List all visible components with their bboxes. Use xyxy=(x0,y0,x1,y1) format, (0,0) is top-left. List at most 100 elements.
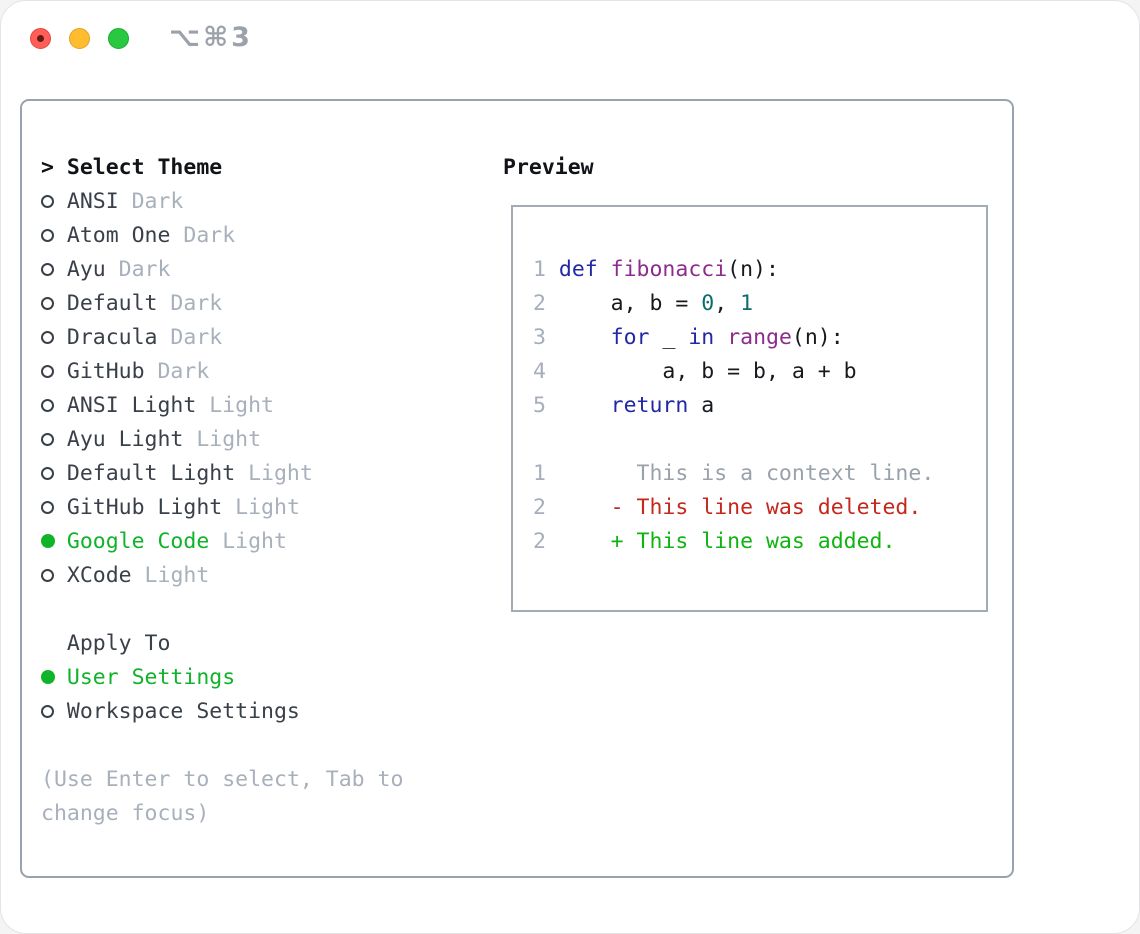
code-token-plain: , xyxy=(714,291,741,316)
code-token-plain: a, b = xyxy=(558,291,702,316)
code-token-plain xyxy=(559,461,637,486)
apply-option-label: User Settings xyxy=(66,665,236,690)
theme-variant: Light xyxy=(222,495,300,520)
minimize-button[interactable] xyxy=(69,28,90,49)
code-token-kw: return xyxy=(610,393,689,418)
code-token-typ: fibonacci xyxy=(610,257,728,282)
select-theme-title: Select Theme xyxy=(66,155,223,180)
radio-unselected-icon xyxy=(41,389,67,423)
theme-option-github-light[interactable]: GitHub Light Light xyxy=(41,491,501,525)
theme-variant: Dark xyxy=(118,189,184,214)
code-token-add: + This line was added. xyxy=(610,529,896,554)
theme-name: Default Light xyxy=(66,461,236,486)
radio-unselected-icon xyxy=(41,559,67,593)
radio-unselected-icon xyxy=(41,185,67,219)
theme-name: GitHub Light xyxy=(66,495,223,520)
code-token-plain xyxy=(559,495,611,520)
apply-option-label: Workspace Settings xyxy=(66,699,300,724)
spacer-row xyxy=(41,729,501,763)
code-line: 1 def fibonacci(n): xyxy=(533,253,986,287)
spacer-row xyxy=(41,593,501,627)
code-line: 3 for _ in range(n): xyxy=(533,321,986,355)
theme-variant: Dark xyxy=(170,223,236,248)
code-token-plain xyxy=(559,393,611,418)
theme-variant: Dark xyxy=(157,325,223,350)
code-token-lit: 1 xyxy=(740,291,754,316)
code-token-plain xyxy=(714,325,727,350)
theme-name: Ayu xyxy=(66,257,106,282)
radio-unselected-icon xyxy=(41,423,67,457)
radio-unselected-icon xyxy=(41,491,67,525)
window-title: ⌥⌘3 xyxy=(169,22,253,53)
radio-unselected-icon xyxy=(41,321,67,355)
apply-option-user-settings[interactable]: User Settings xyxy=(41,661,501,695)
radio-unselected-icon xyxy=(41,253,67,287)
theme-name: ANSI xyxy=(66,189,119,214)
code-token-lit: 0 xyxy=(701,291,715,316)
theme-option-dracula[interactable]: Dracula Dark xyxy=(41,321,501,355)
theme-option-ayu[interactable]: Ayu Dark xyxy=(41,253,501,287)
theme-option-atom-one[interactable]: Atom One Dark xyxy=(41,219,501,253)
code-line: 4 a, b = b, a + b xyxy=(533,355,986,389)
theme-option-ayu-light[interactable]: Ayu Light Light xyxy=(41,423,501,457)
theme-option-google-code[interactable]: Google Code Light xyxy=(41,525,501,559)
close-button[interactable] xyxy=(30,28,51,49)
select-theme-header: > Select Theme xyxy=(41,151,501,185)
code-token-kw: in xyxy=(688,325,715,350)
radio-unselected-icon xyxy=(41,355,67,389)
apply-to-label: Apply To xyxy=(66,631,171,656)
theme-variant: Light xyxy=(196,393,274,418)
line-number: 1 xyxy=(533,461,546,486)
code-token-plain: _ xyxy=(649,325,689,350)
theme-option-default[interactable]: Default Dark xyxy=(41,287,501,321)
theme-name: Dracula xyxy=(66,325,158,350)
maximize-button[interactable] xyxy=(108,28,129,49)
preview-title: Preview xyxy=(503,155,594,180)
code-token-kw: def xyxy=(558,257,611,282)
theme-variant: Light xyxy=(209,529,287,554)
theme-variant: Light xyxy=(235,461,313,486)
line-number: 4 xyxy=(533,359,546,384)
theme-variant: Dark xyxy=(157,291,223,316)
theme-option-ansi-light[interactable]: ANSI Light Light xyxy=(41,389,501,423)
radio-selected-icon xyxy=(41,661,67,695)
theme-name: Default xyxy=(66,291,158,316)
theme-name: Atom One xyxy=(66,223,171,248)
theme-variant: Dark xyxy=(105,257,171,282)
line-number: 2 xyxy=(533,495,546,520)
titlebar: ⌥⌘3 xyxy=(1,1,1139,76)
code-token-plain: a, b = b, a + b xyxy=(558,359,857,384)
code-line: 2 - This line was deleted. xyxy=(533,491,986,525)
code-token-plain: (n): xyxy=(727,257,779,282)
code-token-del: - This line was deleted. xyxy=(610,495,922,520)
theme-option-github[interactable]: GitHub Dark xyxy=(41,355,501,389)
theme-name: XCode xyxy=(66,563,132,588)
code-line: 1 This is a context line. xyxy=(533,457,986,491)
close-focus-dot xyxy=(37,35,44,42)
code-token-plain xyxy=(559,325,611,350)
radio-unselected-icon xyxy=(41,457,67,491)
help-text: (Use Enter to select, Tab to change focu… xyxy=(41,767,404,826)
apply-option-workspace-settings[interactable]: Workspace Settings xyxy=(41,695,501,729)
code-blank-line xyxy=(533,423,986,457)
theme-option-xcode[interactable]: XCode Light xyxy=(41,559,501,593)
theme-name: ANSI Light xyxy=(66,393,197,418)
line-number: 2 xyxy=(533,291,546,316)
code-token-plain xyxy=(559,529,611,554)
code-line: 2 a, b = 0, 1 xyxy=(533,287,986,321)
line-number: 5 xyxy=(533,393,546,418)
cursor-indicator: > xyxy=(41,155,54,180)
theme-option-default-light[interactable]: Default Light Light xyxy=(41,457,501,491)
code-line: 5 return a xyxy=(533,389,986,423)
line-number: 2 xyxy=(533,529,546,554)
theme-option-ansi[interactable]: ANSI Dark xyxy=(41,185,501,219)
line-number: 1 xyxy=(533,257,546,282)
theme-variant: Dark xyxy=(144,359,210,384)
radio-unselected-icon xyxy=(41,287,67,321)
